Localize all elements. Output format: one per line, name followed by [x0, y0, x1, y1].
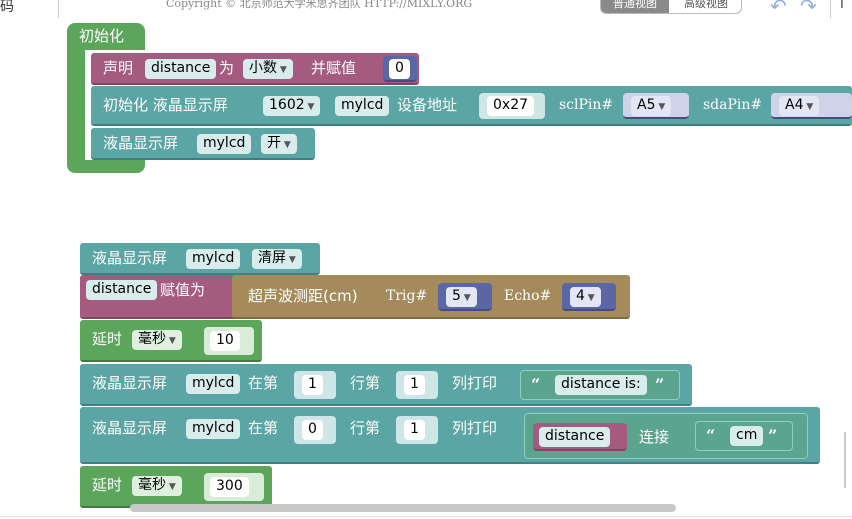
delay-block-1[interactable]: 延时 毫秒 10 — [80, 320, 262, 362]
delay-unit-dropdown-2[interactable]: 毫秒 — [132, 476, 182, 496]
lcd-print-at-label-2: 在第 — [248, 419, 279, 437]
distance-variable-field[interactable]: distance — [539, 427, 611, 447]
variable-type-dropdown[interactable]: 小数 — [243, 59, 293, 79]
lcd-backlight-block[interactable]: 液晶显示屏 mylcd 开 — [91, 128, 315, 160]
lcd-print-row-slot-1: 1 — [396, 371, 438, 399]
lcd-print-name-field-1[interactable]: mylcd — [186, 374, 241, 394]
lcd-print-at-label-1: 在第 — [248, 374, 279, 392]
sda-pin-label: sdaPin# — [703, 97, 763, 113]
echo-label: Echo# — [504, 288, 552, 304]
header-bar: 码 Copyright © 北京师范大学米思齐团队 HTTP://MIXLY.O… — [0, 0, 852, 18]
declare-keyword: 声明 — [103, 59, 134, 77]
text-string-block-2[interactable]: “ cm ” — [695, 421, 793, 451]
right-edge-glyph: ì — [840, 0, 844, 12]
lcd-backlight-state-dropdown[interactable]: 开 — [261, 134, 297, 154]
number-slot: 0 — [383, 56, 417, 82]
lcd-init-keyword: 初始化 液晶显示屏 — [103, 96, 228, 114]
lcd-print-keyword-1: 液晶显示屏 — [92, 374, 168, 392]
lcd-print-col-field-1[interactable]: 1 — [302, 375, 323, 395]
assign-label: 并赋值 — [311, 59, 357, 77]
assign-variable-block[interactable]: distance 赋值为 — [80, 275, 238, 319]
lcd-print-row-field-2[interactable]: 1 — [404, 420, 425, 440]
lcd-print-row-field-1[interactable]: 1 — [404, 375, 425, 395]
view-toggle: 普通视图 高级视图 — [600, 0, 742, 14]
address-label: 设备地址 — [397, 96, 458, 114]
lcd-clear-block[interactable]: 液晶显示屏 mylcd 清屏 — [80, 243, 320, 275]
redo-icon[interactable]: ↷ — [800, 0, 817, 18]
header-divider — [58, 0, 59, 18]
assign-keyword: 赋值为 — [160, 281, 206, 299]
vertical-scrollbar-hint[interactable] — [844, 432, 852, 488]
lcd-print-block-1[interactable]: 液晶显示屏 mylcd 在第 1 行第 1 列打印 “ distance is:… — [80, 364, 692, 406]
lcd-name-field[interactable]: mylcd — [335, 96, 390, 116]
join-block[interactable]: distance 连接 “ cm ” — [524, 413, 808, 459]
trig-slot: 5 — [438, 283, 492, 311]
delay-block-2[interactable]: 延时 毫秒 300 — [80, 466, 272, 508]
trig-label: Trig# — [386, 288, 428, 304]
lcd-print-row-slot-2: 1 — [396, 416, 438, 444]
sda-pin-slot: A4 — [771, 93, 852, 119]
copyright-text: Copyright © 北京师范大学米思齐团队 HTTP://MIXLY.ORG — [166, 0, 473, 10]
declare-variable-block[interactable]: 声明 distance 为 小数 并赋值 0 — [91, 53, 419, 85]
lcd-print-col-slot-1: 1 — [294, 371, 336, 399]
scl-pin-dropdown[interactable]: A5 — [631, 96, 672, 116]
join-label: 连接 — [639, 428, 670, 446]
scl-pin-label: sclPin# — [559, 97, 614, 113]
left-label: 码 — [0, 0, 14, 15]
lcd-clear-keyword: 液晶显示屏 — [92, 249, 168, 267]
lcd-model-dropdown[interactable]: 1602 — [263, 96, 321, 116]
lcd-print-row-label-2: 行第 — [350, 419, 381, 437]
assign-variable-field[interactable]: distance — [86, 280, 158, 300]
sda-pin-dropdown[interactable]: A4 — [779, 96, 820, 116]
lcd-clear-name-field[interactable]: mylcd — [186, 249, 241, 269]
text-string-block-1[interactable]: “ distance is: ” — [520, 370, 680, 400]
scl-pin-slot: A5 — [623, 93, 689, 119]
address-field[interactable]: 0x27 — [487, 96, 535, 116]
open-quote-icon: “ — [531, 375, 541, 394]
close-quote-icon: ” — [655, 375, 665, 394]
undo-icon[interactable]: ↶ — [770, 0, 787, 18]
address-slot: 0x27 — [479, 93, 545, 119]
close-quote-icon-2: ” — [768, 426, 778, 445]
delay-value-slot-2: 300 — [204, 473, 264, 501]
lcd-print-label-1: 列打印 — [452, 374, 498, 392]
header-right-divider — [830, 0, 831, 18]
delay-value-field-1[interactable]: 10 — [210, 331, 240, 351]
initial-value-field[interactable]: 0 — [389, 59, 410, 79]
lcd-backlight-name-field[interactable]: mylcd — [197, 134, 252, 154]
horizontal-scrollbar[interactable] — [130, 504, 676, 512]
delay-unit-dropdown-1[interactable]: 毫秒 — [132, 330, 182, 350]
text-string-field-1[interactable]: distance is: — [555, 375, 647, 395]
distance-variable-block[interactable]: distance — [533, 423, 627, 451]
ultrasonic-label: 超声波测距(cm) — [248, 287, 358, 305]
lcd-print-keyword-2: 液晶显示屏 — [92, 419, 168, 437]
tab-normal-view[interactable]: 普通视图 — [601, 0, 669, 13]
tab-advanced-view[interactable]: 高级视图 — [684, 0, 728, 10]
lcd-print-col-slot-2: 0 — [294, 416, 336, 444]
delay-value-field-2[interactable]: 300 — [210, 477, 249, 497]
lcd-init-block[interactable]: 初始化 液晶显示屏 1602 mylcd 设备地址 0x27 sclPin# A… — [91, 86, 852, 126]
lcd-print-name-field-2[interactable]: mylcd — [186, 419, 241, 439]
declare-as-label: 为 — [219, 59, 235, 77]
text-string-field-2[interactable]: cm — [730, 426, 764, 446]
delay-keyword-1: 延时 — [92, 330, 123, 348]
echo-pin-dropdown[interactable]: 4 — [570, 287, 601, 307]
variable-name-field[interactable]: distance — [145, 59, 217, 79]
open-quote-icon-2: “ — [706, 426, 716, 445]
bottom-border — [0, 516, 852, 517]
setup-label: 初始化 — [79, 27, 125, 45]
lcd-clear-action-dropdown[interactable]: 清屏 — [252, 249, 302, 269]
delay-value-slot-1: 10 — [204, 327, 254, 355]
lcd-print-label-2: 列打印 — [452, 419, 498, 437]
echo-slot: 4 — [562, 283, 616, 311]
lcd-backlight-keyword: 液晶显示屏 — [103, 134, 179, 152]
lcd-print-row-label-1: 行第 — [350, 374, 381, 392]
lcd-print-col-field-2[interactable]: 0 — [302, 420, 323, 440]
delay-keyword-2: 延时 — [92, 476, 123, 494]
trig-pin-dropdown[interactable]: 5 — [446, 287, 477, 307]
ultrasonic-block[interactable]: 超声波测距(cm) Trig# 5 Echo# 4 — [232, 275, 630, 319]
lcd-print-block-2[interactable]: 液晶显示屏 mylcd 在第 0 行第 1 列打印 distance 连接 “ … — [80, 407, 820, 464]
